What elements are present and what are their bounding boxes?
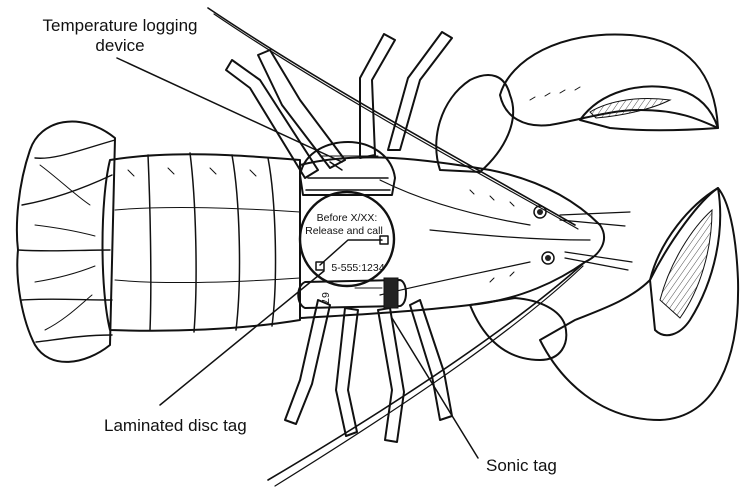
leader-lines <box>117 58 478 458</box>
sonic-tag: 67 <box>298 278 406 308</box>
label-sonic-tag: Sonic tag <box>486 456 557 476</box>
label-laminated-disc-tag: Laminated disc tag <box>104 416 247 436</box>
sonic-tag-number: 67 <box>319 292 331 304</box>
label-temperature-logging-device: Temperature logging device <box>20 16 220 56</box>
disc-tag-line3: 5-555:1234 <box>331 262 384 274</box>
laminated-disc-tag: Before X/XX: Release and call 5-555:1234 <box>300 192 394 286</box>
disc-tag-line1: Before X/XX: <box>317 212 378 224</box>
carapace <box>300 157 632 318</box>
lower-claw <box>470 188 738 420</box>
upper-claw <box>436 34 718 172</box>
abdomen <box>103 153 301 332</box>
antennae <box>208 8 585 486</box>
disc-tag-line2: Release and call <box>305 225 383 237</box>
tail-fan <box>17 121 115 361</box>
